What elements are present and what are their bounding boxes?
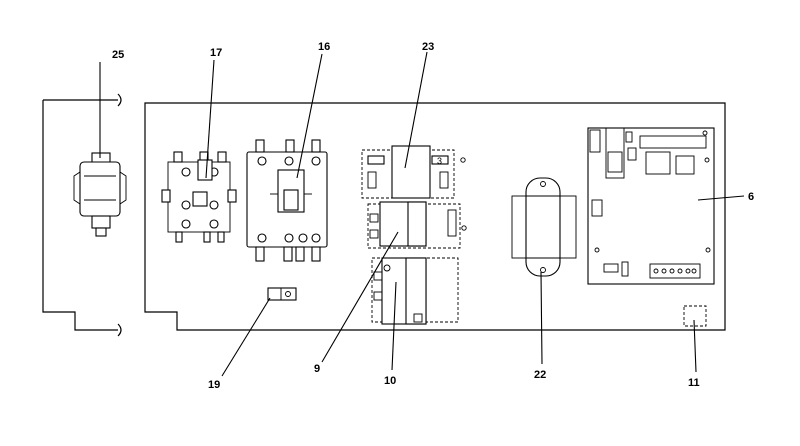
part-23-relay: 3 <box>361 145 466 199</box>
callout-11: 11 <box>688 377 700 389</box>
callout-17: 17 <box>210 47 222 59</box>
callout-22: 22 <box>534 369 546 381</box>
part-11-terminal <box>683 305 707 327</box>
callout-9: 9 <box>314 363 320 375</box>
callout-10: 10 <box>384 375 396 387</box>
callout-25: 25 <box>112 49 124 61</box>
callout-19: 19 <box>208 379 220 391</box>
part-19-terminal <box>267 287 297 301</box>
panel-break-bracket <box>42 93 122 337</box>
part-9-relay <box>367 201 467 249</box>
main-panel <box>144 102 726 331</box>
part-25-transformer <box>73 152 127 237</box>
part-16-contactor <box>246 139 328 262</box>
callout-6: 6 <box>748 191 754 203</box>
part-6-control-board <box>587 127 715 285</box>
part-17-contactor <box>161 151 237 243</box>
leader-lines <box>99 51 745 377</box>
callout-23: 23 <box>422 41 434 53</box>
part-22-transformer <box>511 177 577 277</box>
part-10-relay <box>371 257 459 325</box>
callout-16: 16 <box>318 41 330 53</box>
relay-terminal-mark: 3 <box>437 156 442 166</box>
